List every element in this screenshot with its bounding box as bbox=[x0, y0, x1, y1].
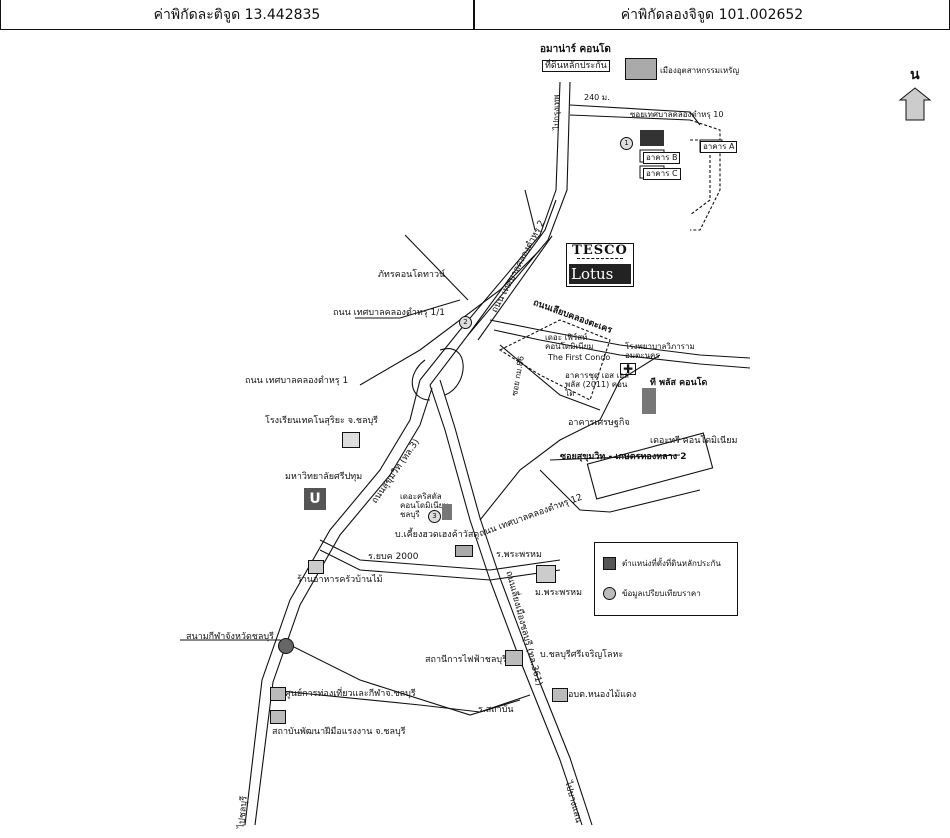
soi-10-label: ซอยเทศบาลคลองตำหรุ 10 bbox=[630, 110, 724, 119]
road-khlong-tamru-1-1 bbox=[355, 299, 461, 319]
bldg-b-label: อาคาร B bbox=[643, 152, 681, 164]
distance-label: 240 ม. bbox=[584, 93, 610, 102]
road-2000 bbox=[319, 539, 561, 571]
factory-label: เมืองอุตสาหกรรมเหรัญ bbox=[660, 66, 740, 75]
hospital-label: โรงพยาบาลวิภาราม อมตะนคร bbox=[625, 342, 695, 360]
road-liap-khlong bbox=[489, 319, 751, 359]
restaurant-label: ร้านอาหารครัวบ้านไม้ bbox=[297, 575, 383, 585]
bldg-c-label: อาคาร C bbox=[643, 168, 681, 180]
nong-mai-daeng-icon bbox=[552, 688, 568, 702]
latitude-box: ค่าพิกัดละติจูด 13.442835 bbox=[0, 0, 474, 30]
sripatum-logo: U bbox=[304, 488, 326, 510]
first-condo-label: เดอะ เฟิร์สท์ คอนโดมิเนียม bbox=[545, 333, 594, 351]
phatra-label: ภัทรคอนโดทาวน์ bbox=[378, 270, 446, 280]
north-label: น bbox=[910, 67, 920, 83]
longitude-label: ค่าพิกัดลองจิจูด 101.002652 bbox=[620, 6, 804, 23]
soi-sukhumvit-label: ซอยสุขุมวิท - เกษตรทองหลาง 2 bbox=[560, 452, 687, 462]
legend-item-subject-text: ตำแหน่งที่ตั้งที่ดินหลักประกัน bbox=[622, 559, 721, 568]
tourism-icon bbox=[270, 687, 286, 701]
soi-sukhumvit-kaset bbox=[549, 454, 681, 461]
tourism-label: ศูนย์การท่องเที่ยวและกีฬาจ.ชลบุรี bbox=[285, 689, 416, 699]
r2000-label: ร.ยบค 2000 bbox=[368, 552, 419, 562]
crystal-icon bbox=[442, 504, 452, 520]
plus-condo-label: ที พลัส คอนโด bbox=[650, 378, 708, 388]
tesco-lotus-logo: TESCO Lotus bbox=[566, 243, 634, 287]
crystal-label: เดอะคริสตัล คอนโดมิเนียม-ชลบุรี bbox=[400, 492, 452, 519]
sripatum-label: มหาวิทยาลัยศรีปทุม bbox=[285, 472, 363, 482]
stadium-label: สนามกีฬาจังหวัดชลบุรี bbox=[186, 632, 274, 642]
legend: ตำแหน่งที่ตั้งที่ดินหลักประกัน ข้อมูลเปร… bbox=[594, 542, 738, 616]
road-tamru-1-label: ถนน เทศบาลคลองตำหรุ 1 bbox=[245, 376, 349, 386]
plus-condo-icon bbox=[642, 388, 656, 414]
arcadia-label: อาคารชุด เอส เอส พลัส (2011) คอนโด bbox=[565, 371, 629, 398]
phraphrom-label: ร.พระพรหม bbox=[496, 550, 542, 560]
power-label: สถานีการไฟฟ้าชลบุรี 2 bbox=[425, 655, 516, 665]
tech-school-label: โรงเรียนเทคโนสุริยะ จ.ชลบุรี bbox=[265, 416, 379, 426]
legend-circle-icon bbox=[603, 587, 616, 600]
tesco-text: TESCO bbox=[572, 243, 628, 258]
sathaban-label: ร.สถาบัน bbox=[478, 705, 514, 715]
m-phraphrom-label: ม.พระพรหม bbox=[535, 588, 583, 598]
m-phraphrom-icon bbox=[536, 565, 556, 583]
subject-name: อมาน่าร์ คอนโด bbox=[540, 44, 611, 55]
road-to-bangkok bbox=[419, 81, 561, 381]
latitude-label: ค่าพิกัดละติจูด 13.442835 bbox=[153, 6, 321, 23]
legend-item-comparable: ข้อมูลเปรียบเทียบราคา bbox=[603, 587, 701, 600]
longitude-box: ค่าพิกัดลองจิจูด 101.002652 bbox=[474, 0, 950, 30]
labor-inst-icon bbox=[270, 710, 286, 724]
the-tree-label: เดอะทรี คอนโดมิเนียม bbox=[650, 436, 738, 446]
bldg-a-label: อาคาร A bbox=[700, 141, 738, 153]
marker-1: 1 bbox=[620, 137, 633, 150]
road-bypass bbox=[429, 384, 583, 826]
to-bangkok-label: ไปกรุงเทพ bbox=[552, 94, 561, 130]
road-tamru-1-1-label: ถนน เทศบาลคลองตำหรุ 1/1 bbox=[333, 308, 445, 318]
marker-3: 3 bbox=[428, 510, 441, 523]
chonburi-co-label: บ.ชลบุรีศรีเจริญโลหะ bbox=[540, 650, 624, 660]
power-icon bbox=[505, 650, 523, 666]
north-arrow bbox=[898, 87, 932, 121]
soi-khlong-tamru-10 bbox=[569, 104, 701, 126]
hospital-cross-icon: ✚ bbox=[620, 363, 637, 375]
first-condo-en-label: The First Condo bbox=[548, 353, 611, 362]
nong-mai-daeng-label: อบต.หนองไม้แดง bbox=[568, 690, 637, 700]
subject-tag: ที่ดินหลักประกัน bbox=[542, 60, 610, 72]
road-sukhumvit-edge bbox=[254, 387, 433, 826]
road-sukhumvit bbox=[244, 379, 421, 826]
road-to-bangkok-edge bbox=[429, 81, 571, 386]
bkk-label: บ.เคี้ยงฮวดเฮงค้าวัสดุ bbox=[395, 530, 480, 540]
factory-icon bbox=[625, 58, 657, 80]
legend-square-icon bbox=[603, 557, 616, 570]
stadium-icon bbox=[278, 638, 294, 654]
labor-inst-label: สถาบันพัฒนาฝีมือแรงงาน จ.ชลบุรี bbox=[272, 727, 406, 737]
road-sathaban bbox=[269, 689, 531, 713]
bkk-icon bbox=[455, 545, 473, 557]
marker-2: 2 bbox=[459, 316, 472, 329]
legend-item-comparable-text: ข้อมูลเปรียบเทียบราคา bbox=[622, 589, 701, 598]
tech-school-icon bbox=[342, 432, 360, 448]
lotus-text: Lotus bbox=[569, 264, 631, 284]
setthakit-label: อาคารเศรษฐกิจ bbox=[568, 418, 630, 428]
restaurant-icon bbox=[308, 560, 324, 574]
legend-item-subject: ตำแหน่งที่ตั้งที่ดินหลักประกัน bbox=[603, 557, 721, 570]
subject-block bbox=[640, 130, 664, 146]
road-bypass-edge bbox=[439, 379, 593, 826]
road-khlong-tamru-2 bbox=[467, 199, 557, 336]
